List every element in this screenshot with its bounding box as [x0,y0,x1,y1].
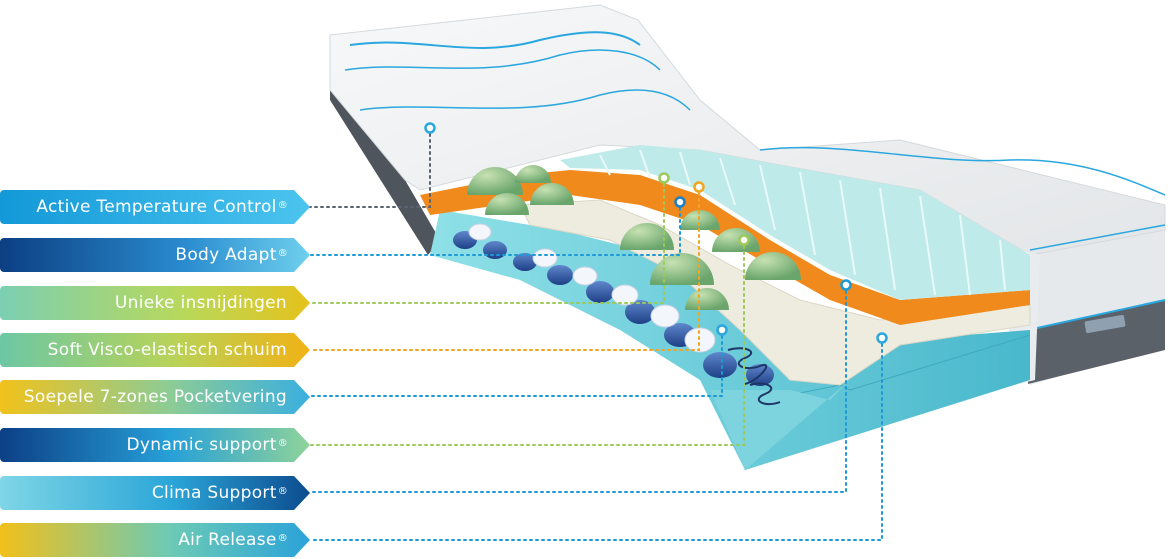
label-text: Clima Support [151,483,277,503]
registered-mark: ® [277,485,288,497]
registered-mark: ® [277,532,288,544]
label-unieke-insnijdingen: Unieke insnijdingen [0,286,310,320]
leader-rings [424,122,888,344]
label-body-adapt: Body Adapt® [0,238,310,272]
label-active-temperature-control: Active Temperature Control® [0,190,310,224]
label-text: Active Temperature Control [36,197,277,217]
label-text: Body Adapt [175,245,277,265]
leader-lines [309,127,883,541]
cut-blocks [560,145,1030,300]
label-soepele-7-zones-pocketvering: Soepele 7-zones Pocketvering [0,380,310,414]
label-text: Soft Visco-elastisch schuim [47,340,287,360]
brand-tag [1084,314,1126,334]
label-air-release: Air Release® [0,523,310,557]
label-clima-support: Clima Support® [0,476,310,510]
mattress-side-band [1028,300,1165,384]
label-soft-visco-elastisch-schuim: Soft Visco-elastisch schuim [0,333,310,367]
label-text: Dynamic support [126,435,277,455]
label-text: Air Release [178,530,277,550]
pocket-springs [453,223,781,406]
registered-mark: ® [277,199,288,211]
label-text: Soepele 7-zones Pocketvering [23,387,287,407]
registered-mark: ® [277,437,288,449]
label-text: Unieke insnijdingen [114,293,287,313]
registered-mark: ® [277,247,288,259]
label-dynamic-support: Dynamic support® [0,428,310,462]
